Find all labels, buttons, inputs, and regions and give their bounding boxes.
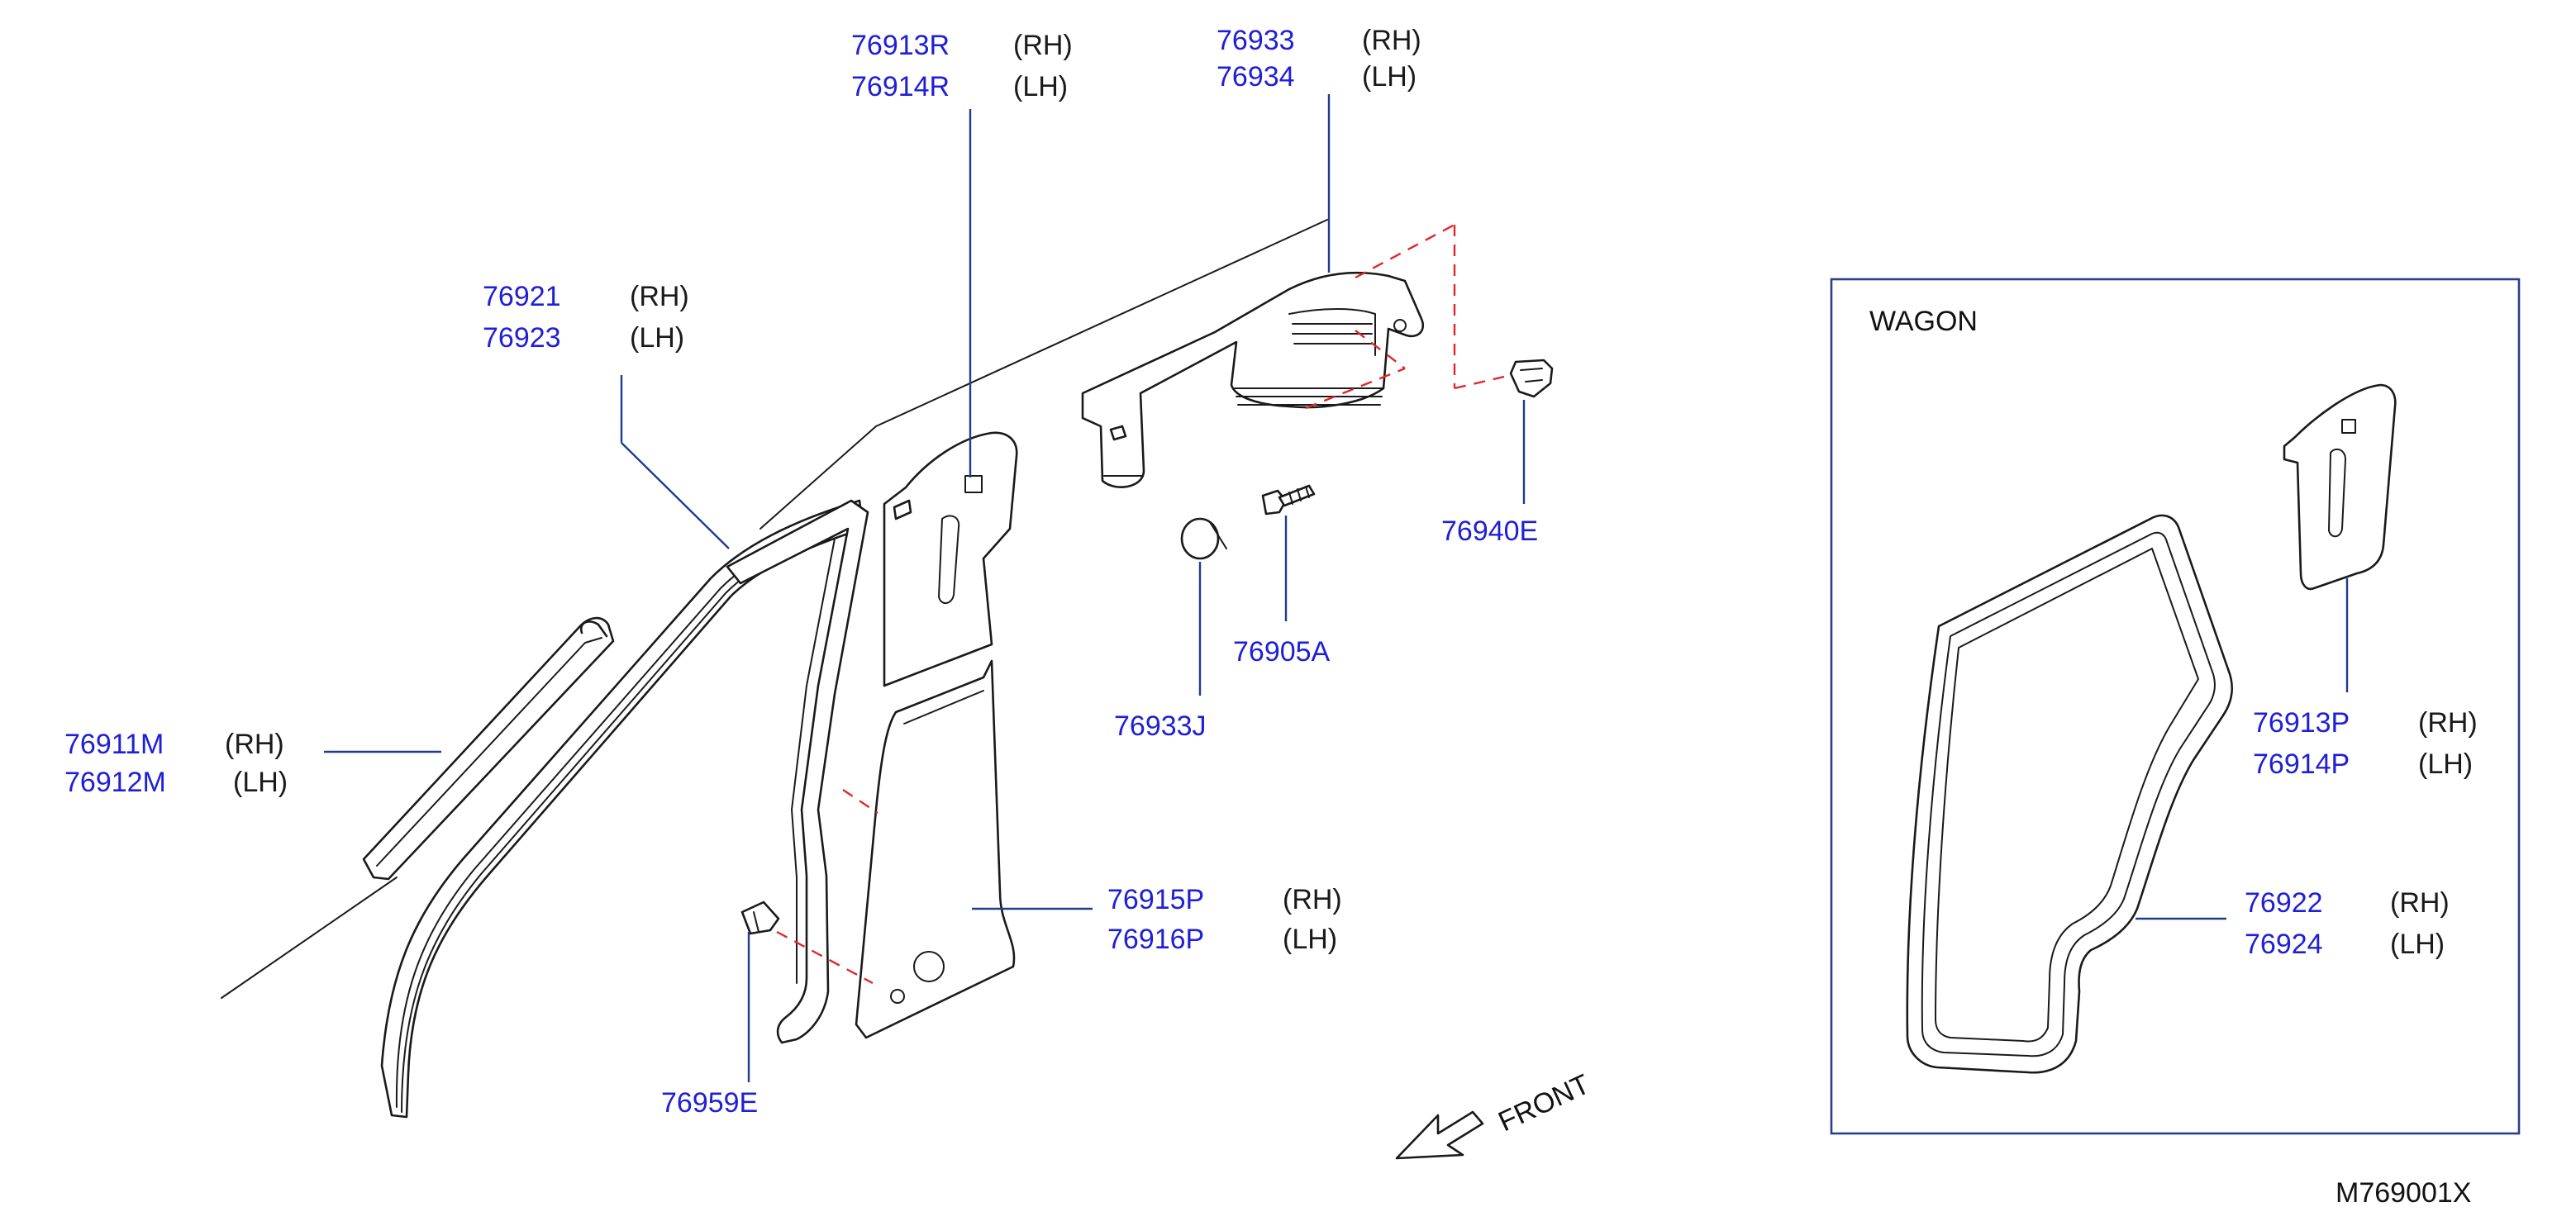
body-outline: [221, 219, 1328, 999]
front-pillar-garnish[interactable]: [362, 616, 615, 881]
cap-76933j[interactable]: [1180, 517, 1227, 560]
part-number[interactable]: 76959E: [661, 1087, 758, 1119]
clip-76940e[interactable]: [1509, 359, 1554, 398]
front-arrow-icon: [1395, 1110, 1484, 1160]
drawing-code: M769001X: [2336, 1177, 2471, 1209]
callout-76911m-76912m[interactable]: 76911M (RH) 76912M (LH): [64, 729, 288, 798]
wagon-center-pillar-garnish[interactable]: [2283, 383, 2397, 591]
part-number[interactable]: 76922: [2245, 887, 2323, 919]
side-label: (LH): [1283, 924, 1337, 955]
side-label: (LH): [2390, 929, 2445, 960]
part-number[interactable]: 76914P: [2253, 748, 2350, 780]
side-label: (RH): [225, 729, 284, 760]
part-number[interactable]: 76940E: [1441, 516, 1538, 547]
callout-76933-76934[interactable]: 76933 (RH) 76934 (LH): [1217, 25, 1421, 93]
side-label: (LH): [2418, 748, 2473, 780]
side-label: (RH): [1283, 884, 1342, 915]
side-label: (RH): [630, 281, 689, 312]
part-number[interactable]: 76911M: [64, 729, 164, 760]
leader-lines: [324, 94, 2349, 1082]
part-number[interactable]: 76913P: [2253, 707, 2350, 739]
callout-76940e[interactable]: 76940E: [1441, 516, 1538, 547]
part-number[interactable]: 76933: [1217, 25, 1295, 56]
part-number[interactable]: 76912M: [64, 767, 166, 798]
side-label: (LH): [1013, 71, 1068, 102]
wagon-inset-frame: [1830, 278, 2521, 1135]
callout-76913r-76914r[interactable]: 76913R (RH) 76914R (LH): [851, 30, 1073, 102]
side-label: (LH): [1362, 61, 1417, 93]
rear-pillar-garnish[interactable]: [1081, 271, 1424, 488]
part-number[interactable]: 76913R: [851, 30, 950, 61]
door-weatherstrip[interactable]: [726, 499, 869, 1044]
part-number[interactable]: 76914R: [851, 71, 950, 102]
side-label: (RH): [1013, 30, 1073, 61]
part-number[interactable]: 76933J: [1114, 710, 1207, 742]
part-number[interactable]: 76923: [483, 322, 561, 354]
part-number[interactable]: 76915P: [1107, 884, 1204, 915]
side-label: (RH): [2390, 887, 2450, 919]
wagon-label: WAGON: [1869, 306, 1978, 337]
rear-garnish-guide: [1305, 223, 1505, 410]
front-label: FRONT: [1493, 1068, 1594, 1138]
callout-76905a[interactable]: 76905A: [1233, 636, 1331, 668]
callout-76933j[interactable]: 76933J: [1114, 710, 1207, 742]
clip-guide-line: [776, 930, 874, 985]
callout-76913p-76914p[interactable]: 76913P (RH) 76914P (LH): [2253, 707, 2478, 780]
center-pillar-upper-garnish[interactable]: [883, 431, 1018, 687]
part-number[interactable]: 76921: [483, 281, 561, 312]
part-number[interactable]: 76924: [2245, 929, 2323, 960]
side-label: (LH): [233, 767, 288, 798]
callout-76959e[interactable]: 76959E: [661, 1087, 758, 1119]
part-number[interactable]: 76934: [1217, 61, 1295, 93]
side-label: (LH): [630, 322, 684, 354]
side-label: (RH): [2418, 707, 2478, 739]
callout-76915p-76916p[interactable]: 76915P (RH) 76916P (LH): [1107, 884, 1342, 955]
callout-76922-76924[interactable]: 76922 (RH) 76924 (LH): [2245, 887, 2450, 960]
clip-76959e[interactable]: [740, 900, 780, 935]
center-pillar-lower-garnish[interactable]: [855, 659, 1016, 1039]
callout-76921-76923[interactable]: 76921 (RH) 76923 (LH): [483, 281, 689, 354]
wagon-door-weatherstrip[interactable]: [1906, 514, 2234, 1074]
pillar-guide-line: [842, 789, 879, 814]
part-number[interactable]: 76916P: [1107, 924, 1204, 955]
side-label: (RH): [1362, 25, 1421, 56]
screw-76905a[interactable]: [1261, 484, 1316, 516]
part-number[interactable]: 76905A: [1233, 636, 1331, 668]
